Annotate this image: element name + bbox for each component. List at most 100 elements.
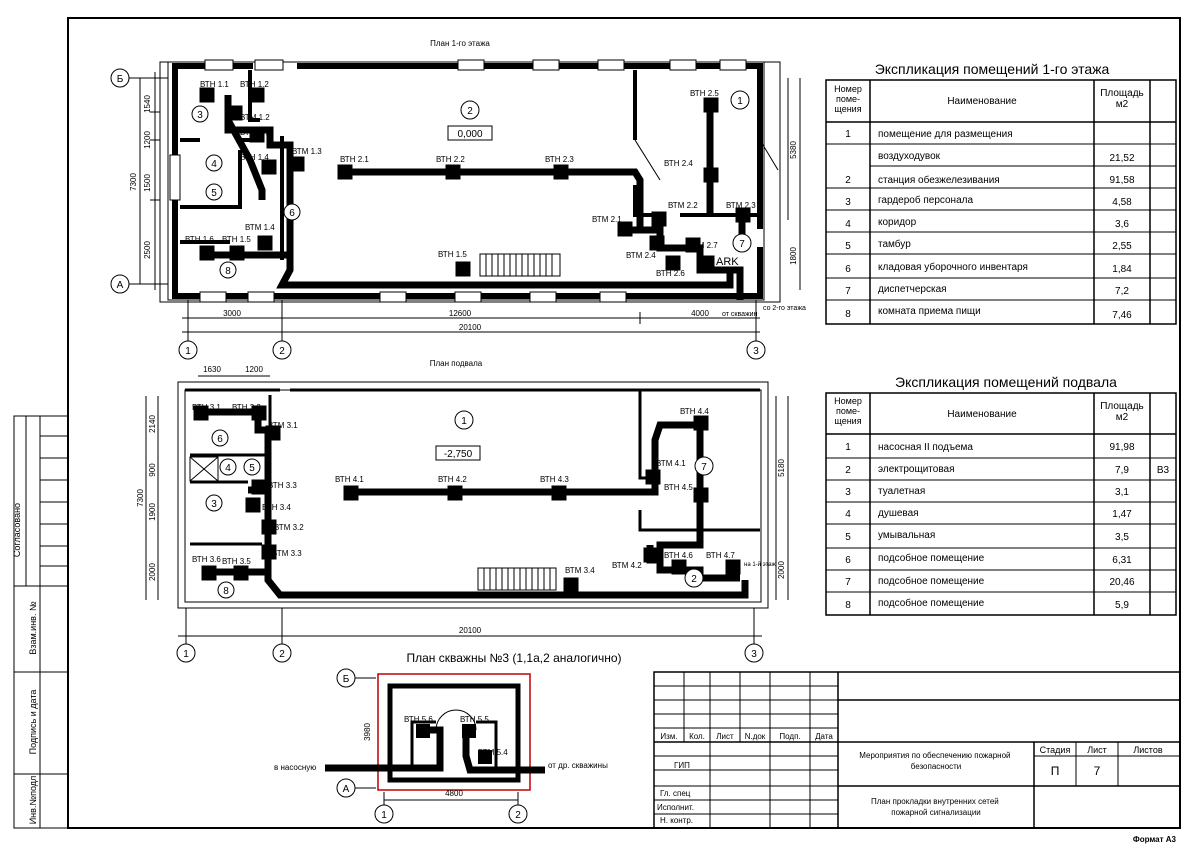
svg-text:3980: 3980 (363, 723, 372, 741)
svg-text:3: 3 (753, 346, 759, 357)
stamp-sheet-title: План прокладки внутренних сетей пожарной… (871, 797, 1001, 817)
svg-text:тамбур: тамбур (878, 238, 911, 250)
ark-label: ARK (716, 256, 739, 268)
svg-text:ВТН 4.3: ВТН 4.3 (540, 475, 569, 484)
svg-text:ВТМ 4.1: ВТМ 4.1 (656, 459, 686, 468)
svg-text:3: 3 (845, 487, 851, 498)
svg-text:7300: 7300 (129, 173, 138, 191)
svg-text:7300: 7300 (136, 489, 145, 507)
svg-text:ВТН 4.6: ВТН 4.6 (664, 551, 693, 560)
svg-text:5,9: 5,9 (1115, 600, 1129, 611)
svg-text:коридор: коридор (878, 217, 917, 228)
svg-text:3,5: 3,5 (1115, 532, 1129, 543)
svg-text:ВТМ 1.1: ВТМ 1.1 (240, 128, 270, 137)
svg-text:ВТМ 3.2: ВТМ 3.2 (274, 523, 304, 532)
svg-text:7: 7 (845, 577, 851, 588)
svg-text:Подп.: Подп. (779, 732, 800, 741)
svg-text:1,47: 1,47 (1112, 509, 1132, 520)
shower-cross (189, 456, 219, 482)
svg-text:ВТН 4.1: ВТН 4.1 (335, 475, 364, 484)
svg-text:8: 8 (845, 600, 851, 611)
svg-text:8: 8 (845, 309, 851, 320)
svg-text:ВТМ 2.7: ВТМ 2.7 (688, 241, 718, 250)
svg-text:ВТМ 1.4: ВТМ 1.4 (245, 223, 275, 232)
svg-text:воздуходувок: воздуходувок (878, 151, 941, 162)
format-label: Формат А3 (1133, 835, 1177, 844)
plan-first-floor: План 1-го этажа (110, 39, 806, 360)
svg-text:комната приема пищи: комната приема пищи (878, 306, 981, 317)
svg-text:5180: 5180 (777, 459, 786, 477)
svg-text:2: 2 (845, 465, 851, 476)
svg-text:Лист: Лист (1087, 745, 1107, 755)
svg-text:2: 2 (467, 106, 473, 117)
svg-text:2: 2 (279, 649, 285, 660)
table1-rows: 1 помещение для размещения воздуходувок … (845, 129, 1135, 321)
svg-text:ВТН 4.7: ВТН 4.7 (706, 551, 735, 560)
svg-text:6,31: 6,31 (1112, 555, 1132, 566)
well-plan: План скважны №3 (1,1а,2 аналогично) ВТН … (274, 651, 622, 824)
svg-text:1: 1 (183, 649, 189, 660)
svg-text:20100: 20100 (459, 323, 482, 332)
svg-text:2000: 2000 (148, 563, 157, 581)
svg-text:6: 6 (217, 434, 223, 445)
svg-text:ВТН 1.1: ВТН 1.1 (200, 80, 229, 89)
well-from-wells: от др. скважины (548, 761, 608, 770)
svg-text:21,52: 21,52 (1109, 153, 1134, 164)
svg-text:1: 1 (845, 442, 851, 453)
svg-text:2: 2 (279, 346, 285, 357)
svg-text:ВТН 5.5: ВТН 5.5 (460, 715, 489, 724)
svg-text:4,58: 4,58 (1112, 197, 1132, 208)
basement-devices (193, 405, 741, 593)
svg-text:ВТН 1.6: ВТН 1.6 (185, 235, 214, 244)
svg-text:ВТН 3.3: ВТН 3.3 (268, 481, 297, 490)
svg-text:ВТМ 3.3: ВТМ 3.3 (272, 549, 302, 558)
svg-text:Б: Б (343, 674, 350, 685)
svg-text:диспетчерская: диспетчерская (878, 284, 947, 295)
svg-text:ВТН 3.1: ВТН 3.1 (192, 403, 221, 412)
svg-text:Б: Б (117, 74, 124, 85)
svg-text:3,1: 3,1 (1115, 487, 1129, 498)
well-piping (325, 726, 545, 774)
well-plan-title: План скважны №3 (1,1а,2 аналогично) (406, 651, 621, 665)
svg-text:12600: 12600 (449, 309, 472, 318)
svg-text:7: 7 (845, 286, 851, 297)
svg-text:1: 1 (461, 416, 467, 427)
basement-note-to-1: на 1-й этаж (744, 561, 776, 568)
svg-text:3000: 3000 (223, 309, 241, 318)
svg-text:ВТМ 5.4: ВТМ 5.4 (478, 748, 508, 757)
basement-device-labels: ВТН 3.1 ВТН 3.2 ВТМ 3.1 ВТН 3.3 ВТН 3.4 … (192, 403, 735, 575)
svg-text:20,46: 20,46 (1109, 577, 1134, 588)
svg-text:ВТН 1.5: ВТН 1.5 (222, 235, 251, 244)
svg-text:Стадия: Стадия (1040, 745, 1071, 755)
svg-text:ВТН 4.2: ВТН 4.2 (438, 475, 467, 484)
svg-text:3: 3 (751, 649, 757, 660)
svg-text:4: 4 (211, 159, 217, 170)
svg-text:станция обезжелезивания: станция обезжелезивания (878, 174, 1000, 186)
svg-text:насосная II подъема: насосная II подъема (878, 442, 973, 453)
svg-text:7: 7 (739, 239, 745, 250)
plan1-dimensions (139, 72, 801, 333)
svg-text:ВТМ 1.2: ВТМ 1.2 (240, 113, 270, 122)
stairs-basement (477, 567, 557, 591)
svg-text:Наименование: Наименование (947, 96, 1017, 107)
svg-text:5: 5 (249, 463, 255, 474)
svg-text:душевая: душевая (878, 508, 919, 519)
svg-text:2500: 2500 (143, 241, 152, 259)
svg-text:4: 4 (225, 463, 231, 474)
svg-text:1: 1 (381, 810, 387, 821)
svg-text:ВТН 2.6: ВТН 2.6 (656, 269, 685, 278)
svg-text:В3: В3 (1157, 465, 1170, 476)
svg-text:помещение для размещения: помещение для размещения (878, 129, 1013, 140)
svg-text:кладовая уборочного инвентаря: кладовая уборочного инвентаря (878, 261, 1028, 273)
svg-text:5: 5 (845, 241, 851, 252)
svg-text:4: 4 (845, 509, 851, 520)
svg-text:П: П (1051, 764, 1060, 778)
svg-text:Листов: Листов (1133, 745, 1162, 755)
svg-text:ВТМ 2.2: ВТМ 2.2 (668, 201, 698, 210)
svg-text:7,46: 7,46 (1112, 310, 1132, 321)
plan-basement: План подвала (136, 359, 789, 663)
svg-text:ВТН 3.2: ВТН 3.2 (232, 403, 261, 412)
